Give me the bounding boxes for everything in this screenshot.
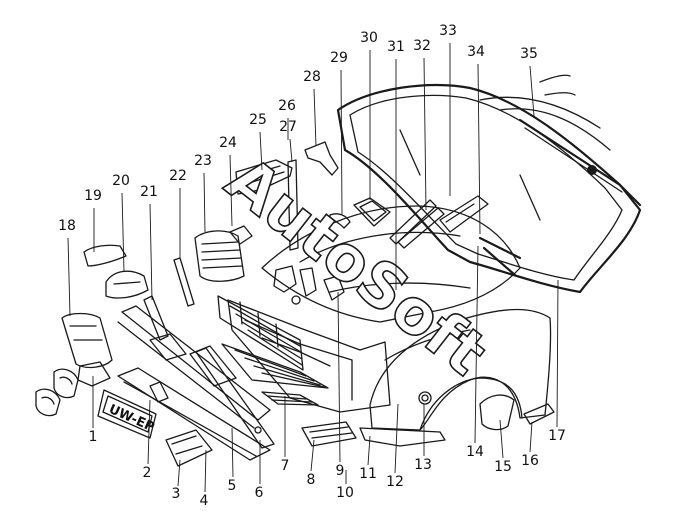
callout-number-7: 7	[281, 458, 290, 474]
leader-line-9	[337, 291, 341, 463]
callout-number-30: 30	[360, 30, 378, 46]
leader-line-35	[529, 65, 535, 117]
leader-line-32	[423, 57, 427, 211]
callout-number-34: 34	[467, 44, 485, 60]
leader-line-2	[147, 399, 151, 465]
callout-number-26: 26	[278, 98, 296, 114]
leader-line-15	[499, 419, 504, 459]
leader-line-4	[204, 449, 207, 493]
leader-line-29	[340, 69, 343, 215]
leader-line-25	[259, 131, 263, 171]
leader-line-24	[229, 154, 233, 227]
car-body-outline	[217, 205, 552, 447]
bumper-1	[77, 361, 111, 387]
bumper-18	[61, 312, 113, 369]
callout-number-14: 14	[466, 444, 484, 460]
callout-number-28: 28	[303, 69, 321, 85]
callout-number-11: 11	[359, 466, 377, 482]
foglamps	[35, 368, 79, 417]
callout-number-25: 25	[249, 112, 267, 128]
callout-number-13: 13	[414, 457, 432, 473]
callout-number-10: 10	[336, 485, 354, 501]
trim-3-4	[165, 429, 213, 467]
front-bumper-beam	[117, 305, 271, 429]
bumper-strip-6	[195, 347, 275, 449]
duct-8	[301, 421, 357, 447]
bracket-19	[83, 244, 127, 267]
callout-number-19: 19	[84, 188, 102, 204]
callout-number-6: 6	[255, 485, 264, 501]
callout-number-17: 17	[548, 428, 566, 444]
leader-line-3	[177, 459, 181, 487]
callout-number-3: 3	[172, 486, 181, 502]
bracket-20	[105, 270, 149, 299]
leader-line-34	[477, 63, 481, 235]
callout-number-27: 27	[279, 119, 297, 135]
callout-number-12: 12	[386, 474, 404, 490]
fender-seal	[359, 427, 446, 447]
callout-number-20: 20	[112, 173, 130, 189]
leader-line-14	[474, 245, 479, 444]
windshield-assembly	[336, 74, 642, 294]
strip-21	[143, 295, 169, 341]
valance-2	[117, 367, 271, 461]
headlamp-23	[194, 230, 245, 282]
callout-number-31: 31	[387, 39, 405, 55]
callout-number-4: 4	[200, 493, 209, 509]
callout-number-15: 15	[494, 459, 512, 475]
front-fender	[369, 308, 552, 431]
callout-number-2: 2	[143, 465, 152, 481]
leader-line-21	[149, 203, 153, 301]
callout-number-33: 33	[439, 23, 457, 39]
cowl-trim-29	[329, 213, 351, 229]
callout-number-29: 29	[330, 50, 348, 66]
callout-number-21: 21	[140, 184, 158, 200]
leader-line-12	[394, 403, 399, 474]
leader-line-17	[556, 279, 559, 428]
leader-line-23	[203, 172, 206, 233]
side-marker-16	[523, 403, 555, 425]
mudflap-15	[479, 394, 515, 431]
callout-number-16: 16	[521, 453, 539, 469]
callout-number-32: 32	[413, 38, 431, 54]
callout-number-35: 35	[520, 46, 538, 62]
leader-line-5	[231, 427, 234, 478]
callout-number-18: 18	[58, 218, 76, 234]
leader-line-8	[310, 439, 315, 472]
latch-parts	[273, 265, 345, 305]
callout-number-22: 22	[169, 168, 187, 184]
strip-22	[173, 257, 195, 307]
callout-number-23: 23	[194, 153, 212, 169]
lower-grille	[221, 343, 329, 406]
support-25-26	[235, 159, 293, 195]
bracket-28	[304, 141, 339, 176]
leader-line-20	[121, 192, 125, 273]
callout-number-1: 1	[89, 429, 98, 445]
leader-line-27	[289, 138, 293, 163]
leader-line-28	[313, 88, 317, 147]
leader-line-16	[529, 421, 533, 453]
callout-number-9: 9	[336, 463, 345, 479]
leader-line-11	[367, 435, 371, 466]
leader-line-18	[67, 237, 71, 317]
strip-31-32	[389, 199, 445, 249]
callout-number-8: 8	[307, 472, 316, 488]
watermark: AutoSoft	[213, 142, 501, 389]
lamp-parts-24	[229, 225, 253, 245]
grille	[217, 295, 304, 371]
washer-panel-30	[353, 197, 391, 227]
callout-number-24: 24	[219, 135, 237, 151]
license-plate: UW-EP	[97, 389, 157, 439]
callout-number-5: 5	[228, 478, 237, 494]
strut-27	[287, 159, 299, 251]
